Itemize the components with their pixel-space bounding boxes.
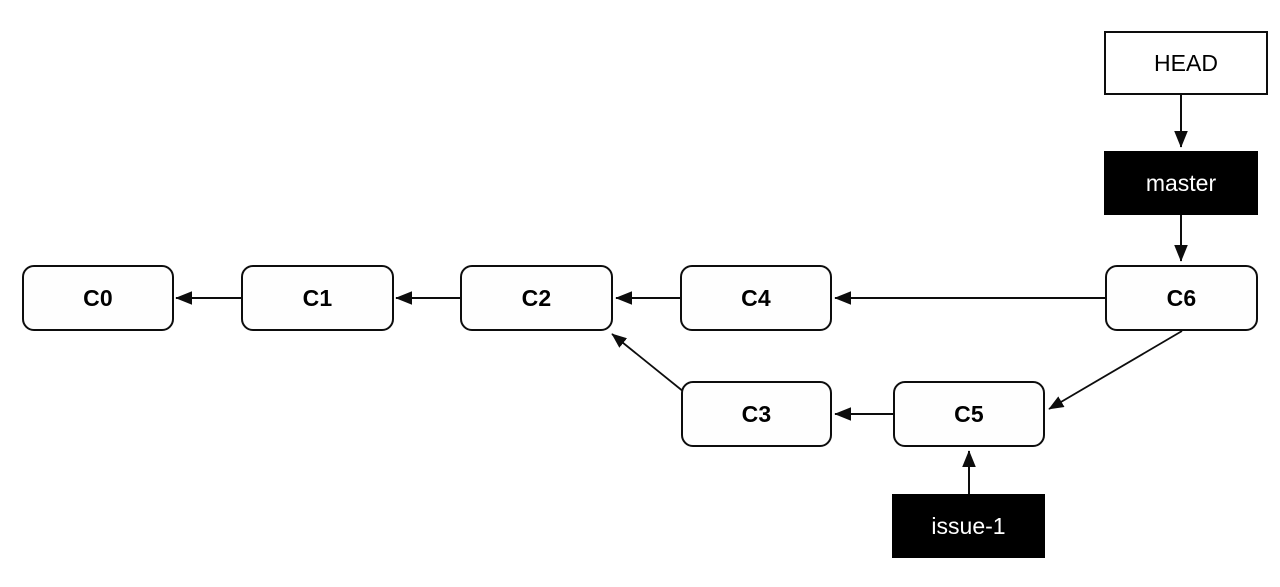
commit-node-c6[interactable]: C6 (1105, 265, 1258, 331)
commit-label: C1 (302, 284, 333, 311)
commit-node-c4[interactable]: C4 (680, 265, 832, 331)
commit-node-c2[interactable]: C2 (460, 265, 613, 331)
commit-node-c0[interactable]: C0 (22, 265, 174, 331)
ref-label-text: HEAD (1154, 49, 1218, 76)
commit-node-c5[interactable]: C5 (893, 381, 1045, 447)
commit-node-c3[interactable]: C3 (681, 381, 832, 447)
commit-label: C5 (954, 400, 984, 427)
commit-label: C3 (741, 400, 772, 427)
commit-label: C6 (1166, 284, 1197, 311)
edge-c6-to-c5 (1048, 330, 1183, 410)
ref-label-text: issue-1 (931, 512, 1006, 539)
ref-label-head[interactable]: HEAD (1104, 31, 1268, 95)
edge-c3-to-c2 (611, 333, 685, 393)
commit-label: C2 (521, 284, 552, 311)
ref-label-issue1[interactable]: issue-1 (892, 494, 1045, 558)
ref-label-text: master (1145, 169, 1217, 196)
commit-label: C0 (83, 284, 113, 311)
commit-label: C4 (741, 284, 771, 311)
ref-label-master[interactable]: master (1104, 151, 1258, 215)
commit-node-c1[interactable]: C1 (241, 265, 394, 331)
